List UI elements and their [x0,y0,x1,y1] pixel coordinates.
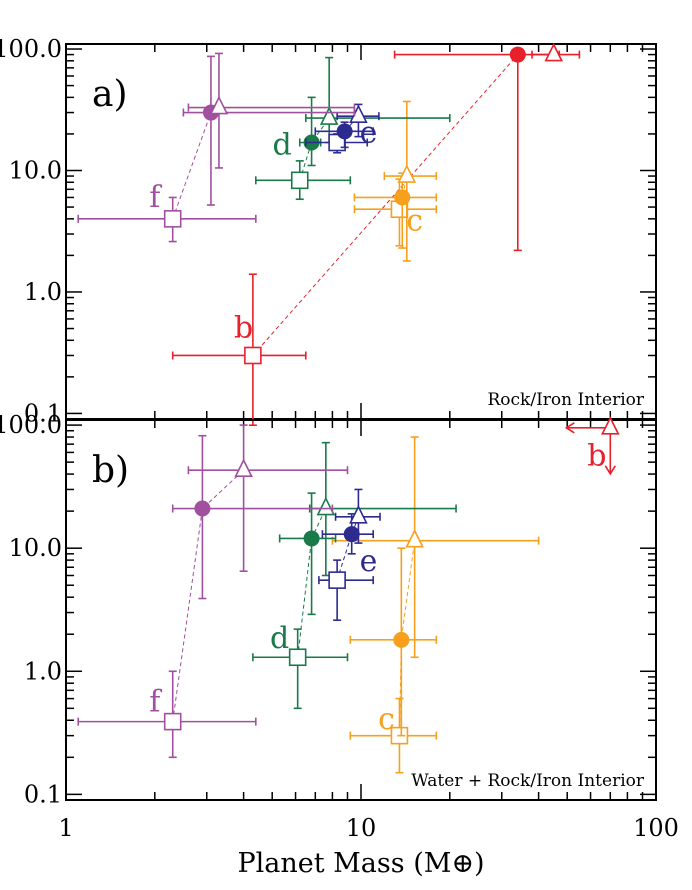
left-arrow-head [564,422,575,434]
data-point-square [290,171,309,190]
y-tick-label: 100.0 [0,35,62,63]
planet-e: e [305,103,380,154]
data-point-circle [394,189,411,206]
x-tick-label: 1 [58,814,73,842]
plot-frame [65,43,657,420]
panel-label: b) [92,450,129,491]
data-point-circle [509,46,526,63]
data-point-triangle [209,95,229,115]
data-point-circle [336,123,353,140]
planet-label: d [270,621,289,656]
data-point-triangle [397,164,417,183]
data-point-triangle [349,504,368,524]
x-axis-label: Planet Mass (M⊕) [237,848,484,879]
planet-c: c [353,100,438,262]
connector-line [172,469,244,722]
planet-f: f [77,424,349,759]
down-arrow-head [604,465,616,476]
connector-line [336,516,359,581]
data-point-circle [194,500,211,517]
data-point-square [163,712,182,731]
planet-d: d [255,56,451,201]
y-tick-label: 0.1 [24,780,62,808]
planet-label: d [272,128,291,163]
planet-label: f [149,685,162,720]
y-tick-label: 1.0 [24,278,62,306]
data-point-circle [393,631,410,648]
planet-label: b [587,438,606,473]
data-point-triangle [405,528,424,548]
planet-f: f [77,52,356,243]
planet-label: b [234,311,253,346]
x-tick-label: 100 [633,814,679,842]
x-tick-label: 10 [346,814,377,842]
connector-line [299,117,330,181]
data-point-triangle [601,416,620,435]
connector-line [172,107,220,219]
panel-a: 0.1 1.0 10.0 100.0 a) Rock/Iron Interior b c d e f [0,35,657,427]
data-point-square [288,648,307,667]
planet-d: d [252,441,457,710]
data-point-square [163,210,182,228]
plot-frame [65,419,657,801]
planet-label: e [360,116,378,151]
planet-label: f [149,180,162,215]
y-ticks [65,44,657,420]
panel-b: 0.1 1.0 10.0 100.0 b) Water + Rock/Iron Inter… [0,411,657,808]
data-point-square [244,346,262,365]
planet-c: c [331,436,540,774]
data-point-square [328,571,346,589]
offscale-indicator: b [564,416,620,476]
data-point-triangle [319,106,339,125]
data-point-triangle [316,496,336,516]
data-point-triangle [234,458,253,478]
panel-annotation: Water + Rock/Iron Interior [411,771,645,791]
planet-label: e [360,544,378,579]
y-tick-label: 10.0 [9,156,62,184]
data-point-triangle [544,42,563,62]
planet-b: b [171,42,581,427]
y-ticks [65,420,657,801]
planet-label: c [378,702,395,737]
panel-annotation: Rock/Iron Interior [488,390,645,410]
planet-e: e [318,488,381,621]
y-tick-label: 10.0 [9,534,62,562]
y-tick-label: 100.0 [0,411,62,439]
y-tick-label: 0.1 [24,399,62,427]
planet-label: c [406,204,423,239]
data-point-circle [303,530,320,547]
data-point-circle [343,526,360,543]
panel-label: a) [92,74,128,115]
y-tick-label: 1.0 [24,657,62,685]
